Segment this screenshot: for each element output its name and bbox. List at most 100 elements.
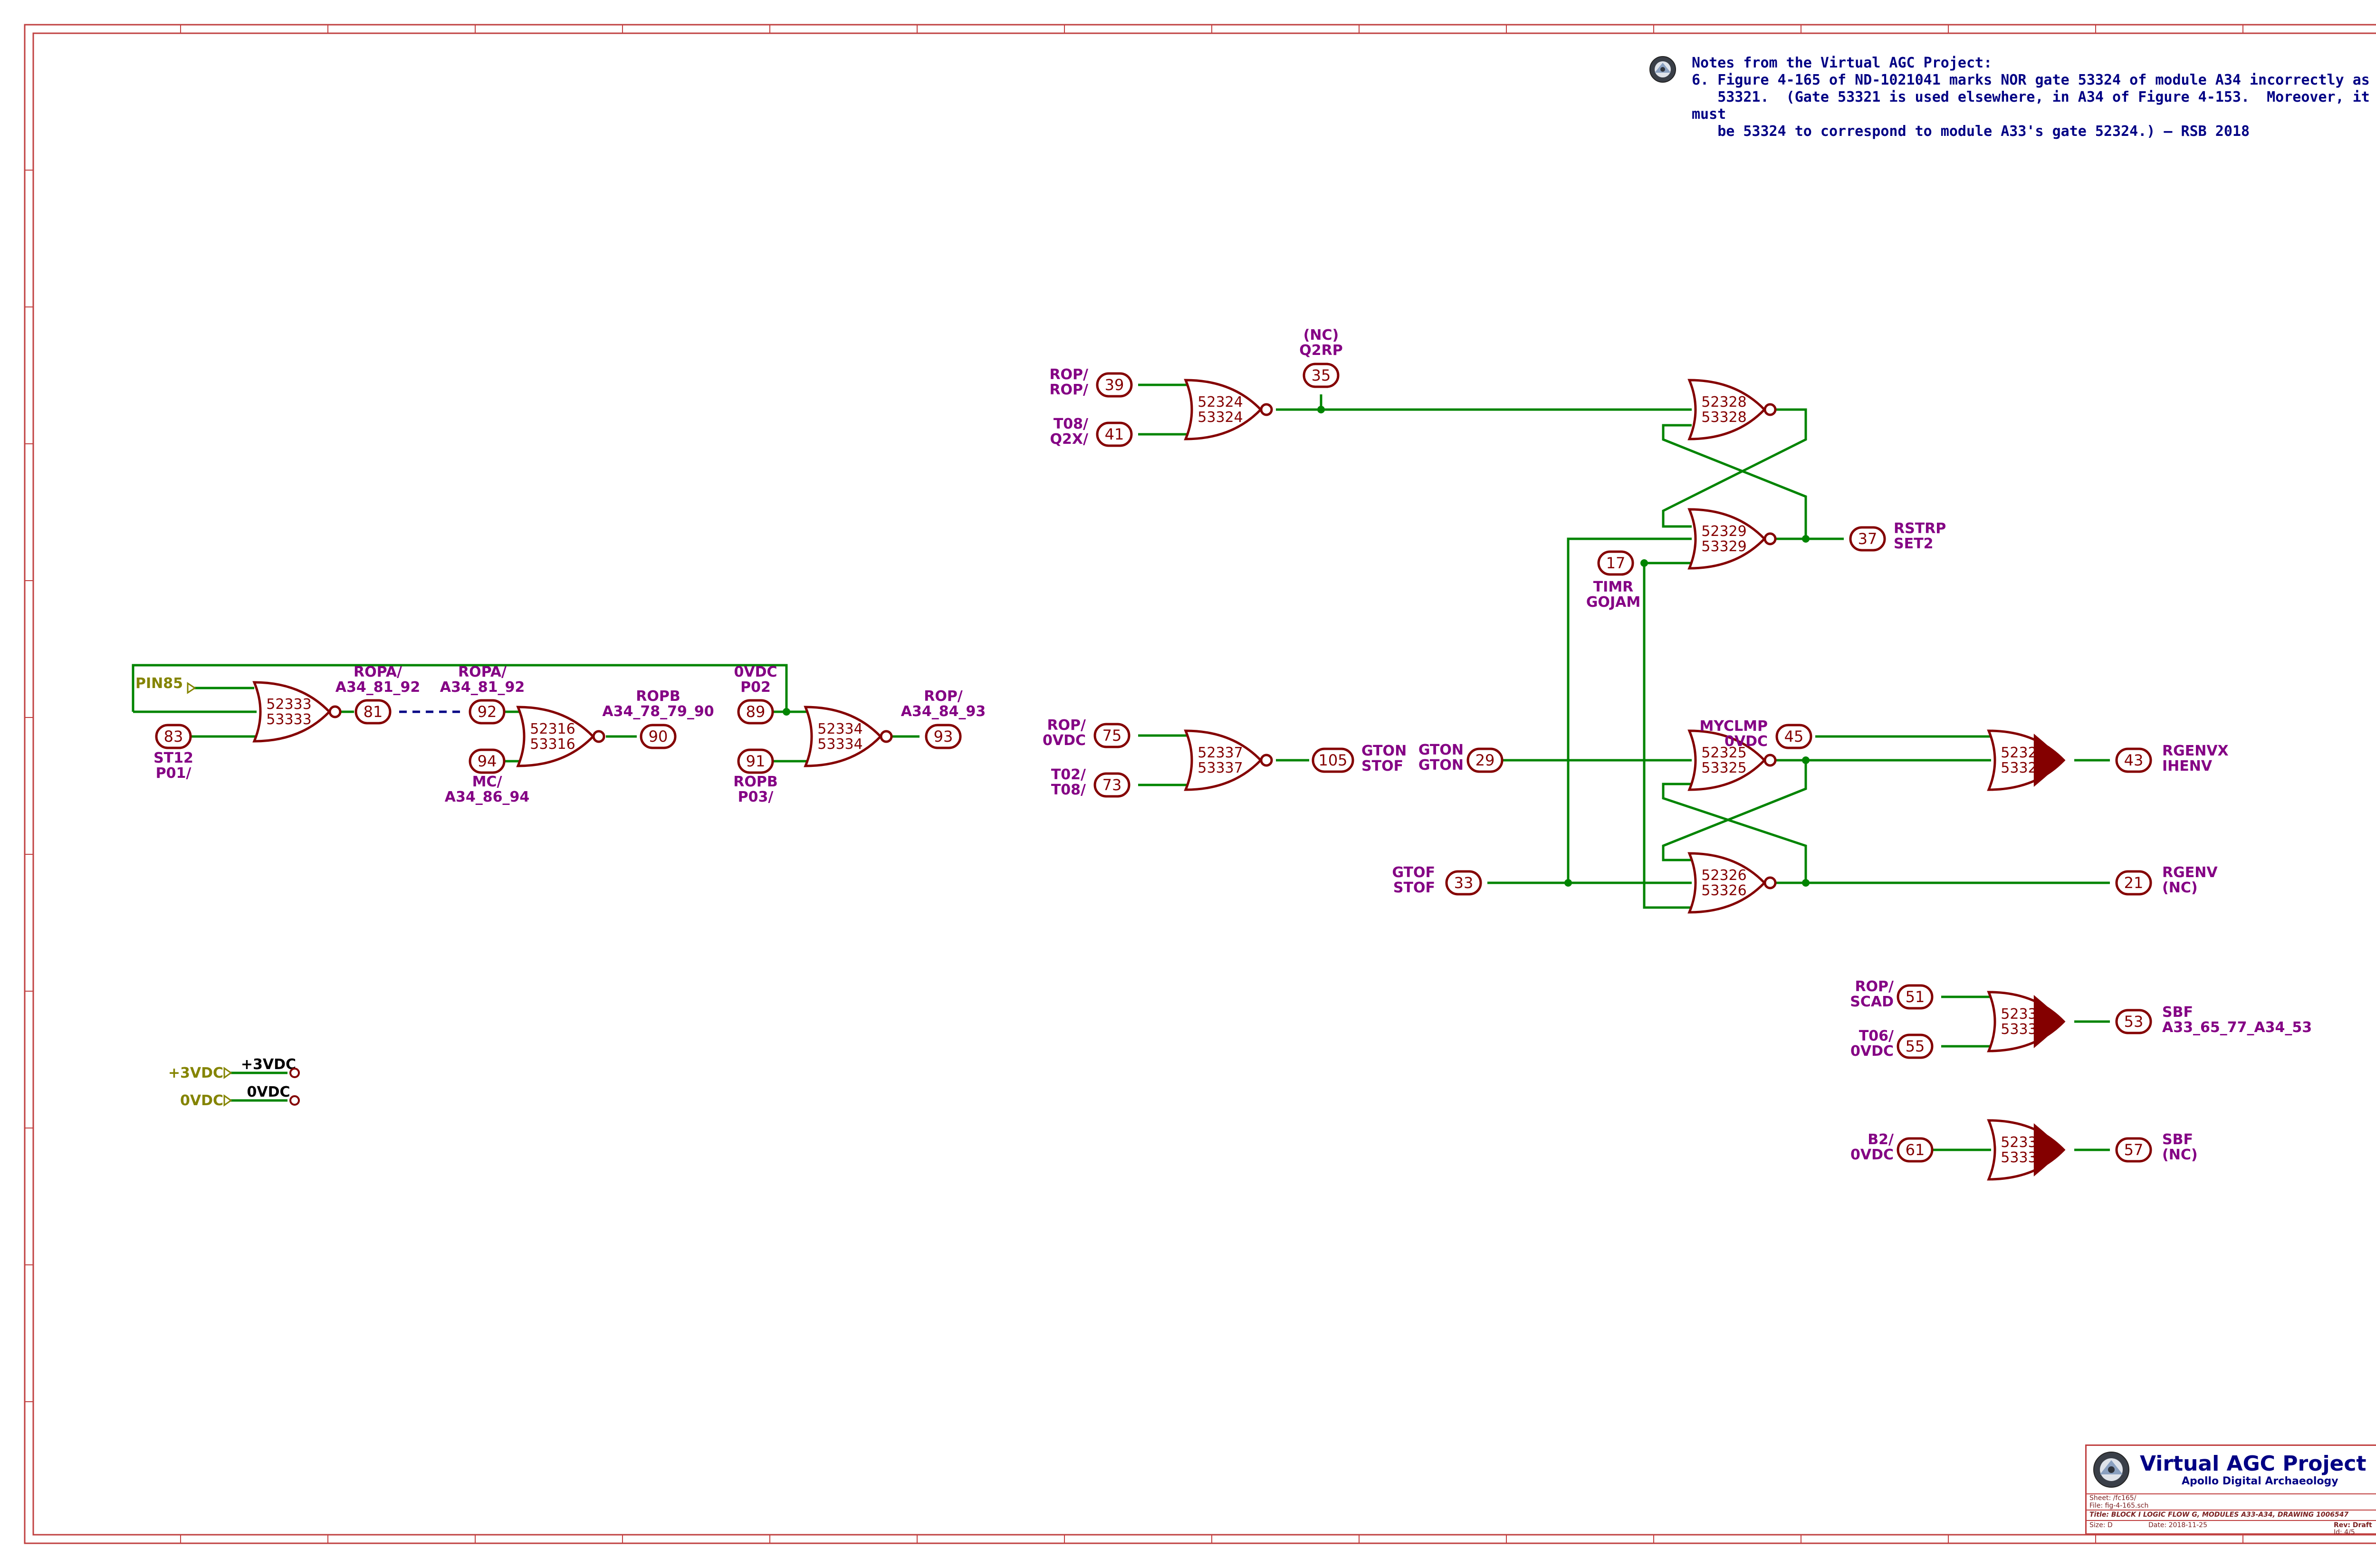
connector-pin: 55 <box>1897 1033 1934 1059</box>
net-label-line: ROPB <box>636 688 680 705</box>
pin-outline <box>1897 984 1934 1010</box>
wire <box>1662 408 1807 528</box>
pin-outline <box>2115 870 2152 896</box>
connector-pin: 17 <box>1597 550 1634 576</box>
wire <box>1662 760 1807 861</box>
gate-number-b: 53331 <box>2001 1149 2046 1166</box>
net-label-line: RSTRP <box>1894 520 1946 537</box>
net-label: RGENV(NC) <box>2162 864 2218 896</box>
power-port: +3VDC+3VDC <box>168 1056 300 1081</box>
gate-bubble <box>1763 532 1777 545</box>
net-labels: PIN85ST12P01/ROPA/A34_81_92ROPA/A34_81_9… <box>135 327 2312 1163</box>
pin-number: 29 <box>1475 751 1495 769</box>
net-label: T02/T08/ <box>1051 766 1086 798</box>
connector-pin: 61 <box>1897 1137 1934 1163</box>
gate-fill <box>2033 995 2064 1048</box>
connector-pin: 29 <box>1466 747 1504 773</box>
gate-bubble <box>1763 754 1777 767</box>
gate-number-b: 53333 <box>266 711 311 728</box>
net-label-line: STOF <box>1393 880 1435 896</box>
gate-number-a: 52333 <box>266 696 311 713</box>
connector-pin: 57 <box>2115 1137 2152 1163</box>
notes-title: Notes from the Virtual AGC Project: <box>1692 55 1993 71</box>
net-label: ROPA/A34_81_92 <box>335 664 420 696</box>
net-label-line: 0VDC <box>734 664 777 680</box>
pin-outline <box>1897 1033 1934 1059</box>
pin-number: 83 <box>164 727 183 746</box>
title-block-subtitle: Apollo Digital Archaeology <box>2182 1475 2338 1487</box>
pin-number: 89 <box>746 703 766 721</box>
pin-outline <box>469 748 506 774</box>
gate-number-a: 52337 <box>1198 745 1243 761</box>
net-label-line: SCAD <box>1850 994 1894 1010</box>
net-label-line: SBF <box>2162 1004 2193 1021</box>
pin-number: 61 <box>1906 1141 1925 1159</box>
connector-pin: 41 <box>1096 421 1133 447</box>
power-flag <box>289 1068 300 1078</box>
net-label-line: Q2RP <box>1299 342 1342 359</box>
net-label-line: A33_65_77_A34_53 <box>2162 1019 2312 1036</box>
gate-number-b: 53327 <box>2001 760 2046 776</box>
gate-number-b: 53324 <box>1198 409 1243 426</box>
pin-number: 21 <box>2124 874 2144 892</box>
gate-number-a: 52324 <box>1198 394 1243 411</box>
net-label-line: GTON <box>1361 743 1407 759</box>
connector-pin: 51 <box>1897 984 1934 1010</box>
net-label-line: (NC) <box>2162 1147 2198 1163</box>
net-label-line: ROPA/ <box>354 664 402 680</box>
net-label: T08/Q2X/ <box>1050 416 1089 448</box>
pin-outline <box>1093 723 1131 748</box>
net-label-line: 0VDC <box>1850 1043 1894 1060</box>
gate-body <box>804 706 882 767</box>
title-block-id: Id: 4/5 <box>2334 1529 2355 1536</box>
junction-dot <box>1564 879 1572 887</box>
pin-number: 94 <box>478 752 497 770</box>
pin-outline <box>1849 526 1886 552</box>
gate-bubble <box>328 705 342 718</box>
pin-outline <box>1775 724 1812 749</box>
net-label-line: RGENV <box>2162 864 2218 881</box>
gate-number-b: 53329 <box>1701 538 1746 555</box>
net-label-line: ROP/ <box>1049 366 1088 383</box>
pin-number: 45 <box>1784 727 1804 746</box>
connector-pin: 35 <box>1303 363 1340 388</box>
net-label-line: P01/ <box>156 765 192 782</box>
net-label-line: A34_81_92 <box>440 679 525 696</box>
net-label: (NC)Q2RP <box>1299 327 1342 359</box>
net-label-line: GTOF <box>1392 864 1435 881</box>
wire <box>132 664 788 712</box>
pin-outline <box>469 699 506 725</box>
gate-body <box>1184 379 1263 440</box>
net-label: ROP/A34_84_93 <box>901 688 986 720</box>
pin-number: 41 <box>1105 425 1124 443</box>
connector-pin: 39 <box>1096 372 1133 398</box>
pin-outline <box>354 699 392 725</box>
net-label-line: T08/ <box>1051 782 1086 798</box>
gate-number-a: 52329 <box>1701 523 1746 540</box>
gate-body <box>516 706 595 767</box>
title-block-rev: Rev: Draft <box>2334 1521 2372 1529</box>
pin-outline <box>737 699 774 725</box>
gate-bubble <box>1763 876 1777 889</box>
gate-number-b: 53325 <box>1701 760 1746 776</box>
connector-pin: 91 <box>737 748 774 774</box>
junction-dot <box>1802 879 1810 887</box>
net-label: ROP/SCAD <box>1850 978 1894 1010</box>
gate-body <box>1184 729 1263 791</box>
pin-outline <box>925 724 962 749</box>
wire <box>1643 563 1692 909</box>
net-label: ROP/ROP/ <box>1049 366 1088 398</box>
gate-bubble <box>1763 403 1777 416</box>
title-block-title: Title: BLOCK I LOGIC FLOW G, MODULES A33… <box>2089 1511 2349 1519</box>
net-label-line: SBF <box>2162 1131 2193 1148</box>
power-arrow <box>223 1094 232 1107</box>
